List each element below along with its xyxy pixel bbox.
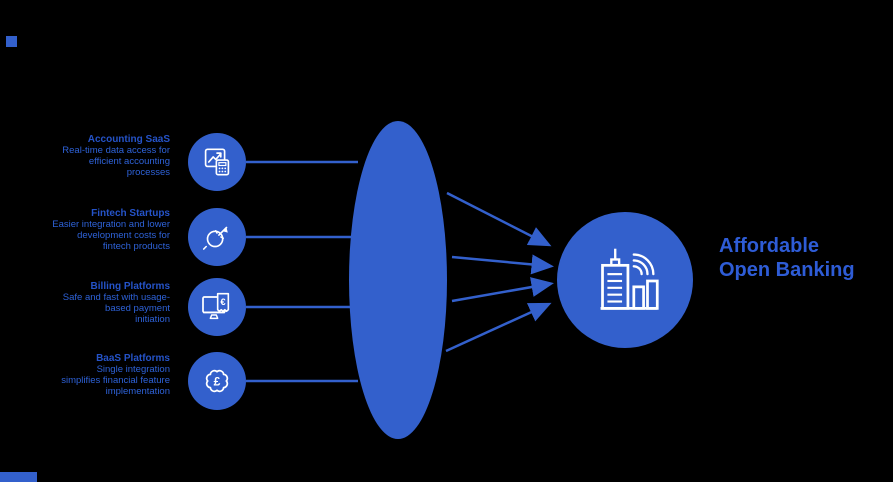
hub-label: Affordable Open Banking [719, 234, 889, 282]
arrow-line-3 [451, 277, 554, 303]
hub-affordable-open-banking [557, 212, 693, 348]
item-line: simplifies financial feature [61, 375, 170, 386]
growth-chart-calculator-icon [204, 148, 230, 176]
item-line: Real-time data access for [62, 145, 170, 156]
item-line: Safe and fast with usage- [62, 292, 170, 303]
euro-glyph: € [220, 297, 226, 307]
decorative-fragment-bottom-left [0, 472, 37, 482]
arrow-line-1 [446, 191, 552, 247]
node-billing-platforms: € [188, 278, 246, 336]
item-line: initiation [135, 314, 170, 325]
item-title: Fintech Startups [91, 208, 170, 219]
hub-label-line1: Affordable [719, 235, 819, 257]
node-baas-platforms: £ [188, 352, 246, 410]
item-line: efficient accounting [88, 156, 170, 167]
item-line: fintech products [102, 241, 170, 252]
funnel-ellipse [349, 121, 447, 439]
item-baas-platforms-text: BaaS Platforms Single integration simpli… [14, 353, 170, 397]
item-line: based payment [105, 303, 170, 314]
rocket-planet-icon [202, 226, 228, 250]
monitor-euro-invoice-icon: € [202, 292, 230, 320]
item-line: Easier integration and lower [52, 219, 170, 230]
connected-bank-building-icon [600, 248, 659, 310]
item-fintech-startups-text: Fintech Startups Easier integration and … [14, 208, 170, 252]
pound-glyph: £ [214, 375, 221, 389]
arrow-line-2 [451, 254, 554, 275]
item-accounting-saas-text: Accounting SaaS Real-time data access fo… [14, 134, 170, 178]
item-line: processes [126, 167, 170, 178]
node-fintech-startups [188, 208, 246, 266]
decorative-fragment-top-left [6, 36, 17, 47]
item-line: development costs for [77, 230, 170, 241]
item-title: BaaS Platforms [96, 353, 170, 364]
pound-badge-icon: £ [205, 369, 229, 393]
item-title: Billing Platforms [90, 281, 170, 292]
item-billing-platforms-text: Billing Platforms Safe and fast with usa… [14, 281, 170, 325]
node-accounting-saas [188, 133, 246, 191]
item-line: Single integration [96, 364, 170, 375]
item-line: implementation [105, 386, 170, 397]
arrow-line-4 [445, 302, 552, 353]
hub-label-line2: Open Banking [719, 259, 855, 281]
item-title: Accounting SaaS [87, 134, 170, 145]
